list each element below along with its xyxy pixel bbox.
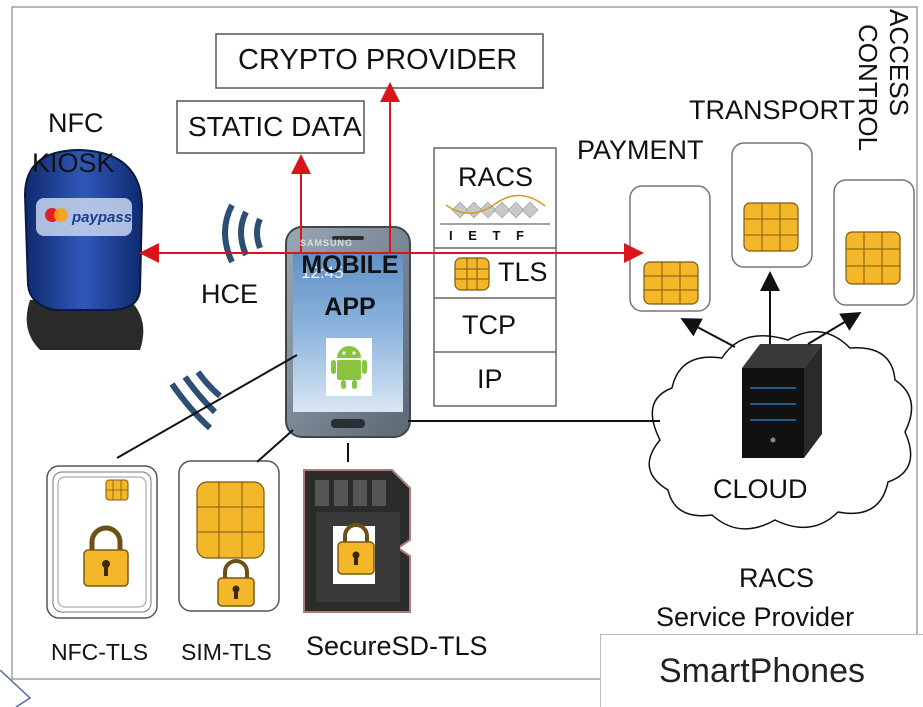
hce-wave-icon [222, 203, 263, 264]
service-provider-label: Service Provider [656, 602, 855, 632]
app-label: APP [324, 293, 376, 321]
nfc-kiosk-image: paypass [23, 148, 144, 350]
nfc-wave-icon [169, 370, 222, 431]
crypto-provider-box [215, 33, 544, 89]
access-label: ACCESS [884, 9, 914, 116]
corner-chevron-icon [0, 670, 32, 707]
black-connectors [116, 271, 862, 463]
phone-brand-label: SAMSUNG [300, 238, 354, 248]
sim-tls-card [178, 460, 280, 612]
hce-label: HCE [201, 279, 259, 309]
mobile-label: MOBILE [301, 251, 399, 279]
smartphone-image [285, 226, 411, 438]
stack-tls-label: TLS [498, 257, 548, 287]
nfc-tls-card [46, 465, 158, 619]
server-icon [742, 344, 822, 458]
lock-icon [337, 523, 375, 575]
racs-provider-label: RACS [739, 563, 815, 593]
stack-tcp-label: TCP [462, 310, 516, 340]
kiosk-label: KIOSK [32, 148, 115, 178]
static-data-box [176, 100, 365, 154]
tls-chip-icon [454, 257, 490, 291]
android-icon [331, 346, 367, 389]
protocol-stack [433, 147, 557, 407]
lock-icon [83, 525, 129, 587]
access-control-sim-card [833, 179, 915, 306]
stack-ietf-label: I E T F [449, 228, 530, 243]
sim-tls-label: SIM-TLS [181, 639, 272, 665]
outer-frame [11, 6, 918, 680]
payment-sim-card [629, 185, 711, 312]
racs-pattern [451, 201, 539, 219]
payment-label: PAYMENT [577, 135, 704, 165]
phone-time-label: 12:45 [301, 263, 344, 282]
smartphones-title: SmartPhones [659, 651, 865, 690]
nfc-label: NFC [48, 108, 104, 138]
transport-label: TRANSPORT [689, 95, 856, 125]
kiosk-paypass-text: paypass [71, 209, 132, 226]
nfc-tls-label: NFC-TLS [51, 639, 149, 665]
static-data-label: STATIC DATA [188, 111, 362, 142]
crypto-provider-label: CRYPTO PROVIDER [238, 44, 518, 76]
control-label: CONTROL [853, 24, 883, 152]
lock-icon [217, 559, 255, 607]
securesd-tls-card [303, 469, 411, 613]
securesd-tls-label: SecureSD-TLS [306, 631, 488, 661]
transport-sim-card [731, 142, 813, 268]
cloud-label: CLOUD [713, 474, 808, 504]
stack-ip-label: IP [477, 364, 503, 394]
smartphones-title-box: SmartPhones [600, 634, 923, 707]
stack-racs-label: RACS [458, 162, 534, 192]
red-arrows [139, 82, 644, 263]
